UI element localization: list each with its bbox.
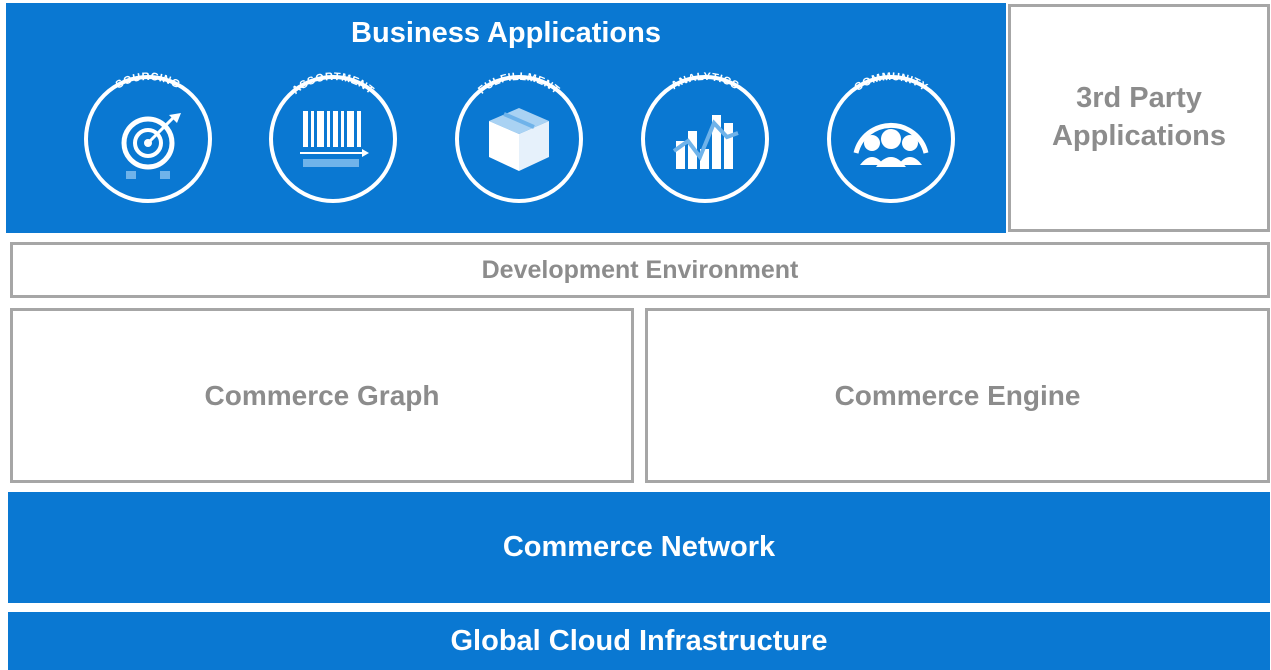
third-party-line1: 3rd Party [1076,82,1202,115]
third-party-applications-box: 3rd Party Applications [1008,4,1270,232]
commerce-graph-box: Commerce Graph [10,308,634,483]
app-fulfillment[interactable]: FULFILLMENT [444,53,594,203]
bar-chart-icon: ANALYTICS [641,71,769,203]
third-party-line2: Applications [1051,120,1226,152]
development-environment-box: Development Environment [10,242,1270,298]
business-applications-title: Business Applications [351,17,661,49]
commerce-network-label: Commerce Network [502,531,776,563]
global-cloud-label: Global Cloud Infrastructure [450,624,828,657]
box-icon: FULFILLMENT [455,71,583,203]
app-assortment[interactable]: ASSORTMENT [258,53,408,203]
app-analytics[interactable]: ANALYTICS [630,53,780,203]
app-community[interactable]: COMMUNITY [816,53,966,203]
people-icon: COMMUNITY [827,71,955,203]
barcode-icon: ASSORTMENT [269,71,397,203]
commerce-network-band: Commerce Network [8,492,1270,603]
commerce-graph-label: Commerce Graph [204,379,440,411]
target-icon: SOURCING [84,71,212,203]
business-applications-panel: Business Applications SOURCING ASSORTMEN… [6,3,1006,233]
commerce-engine-label: Commerce Engine [834,379,1081,411]
development-environment-label: Development Environment [481,255,799,284]
app-sourcing[interactable]: SOURCING [73,53,223,203]
global-cloud-band: Global Cloud Infrastructure [8,612,1270,670]
commerce-engine-box: Commerce Engine [645,308,1270,483]
